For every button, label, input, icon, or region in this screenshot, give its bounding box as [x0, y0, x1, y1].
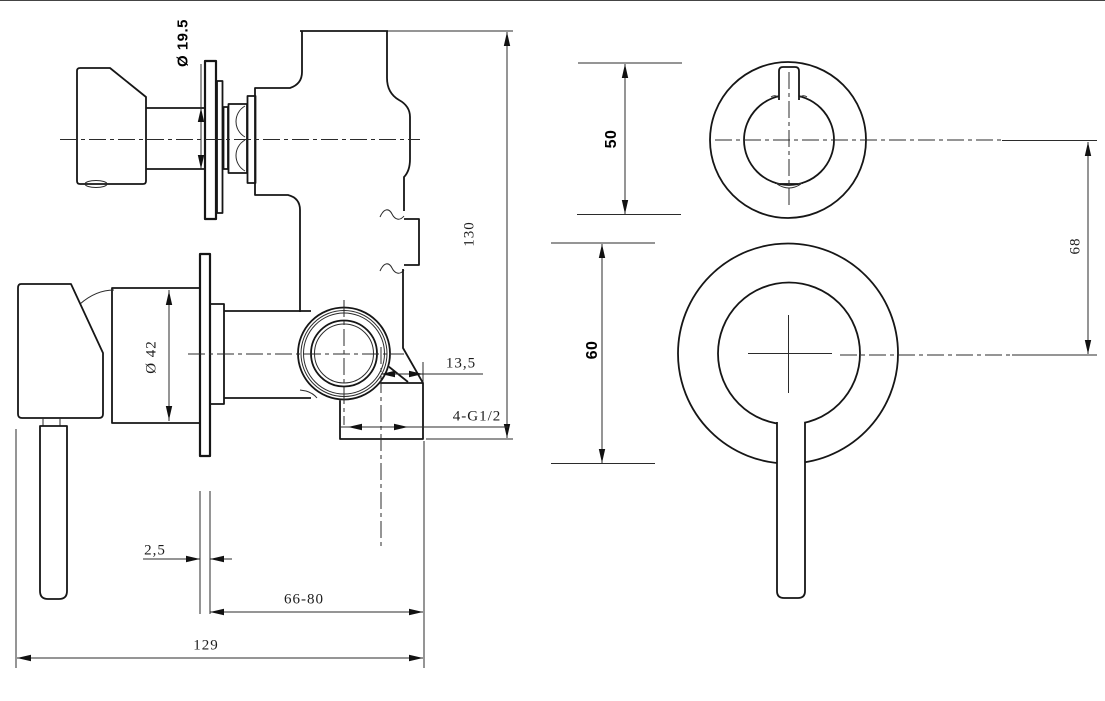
mixer-handle-lever [39, 425, 68, 600]
knob-detail [84, 180, 108, 188]
upper-backing-disc [216, 80, 224, 214]
dim-wall-depth-label: 66-80 [284, 591, 324, 608]
dim-stem-diameter-label: Ø 19.5 [174, 18, 192, 68]
front-view-mixer [677, 242, 1014, 599]
valve-body-right [386, 31, 411, 211]
break-line-bottom [379, 263, 405, 274]
dim-body-height-label: 130 [461, 221, 478, 247]
side-view-dimensions [15, 30, 513, 668]
dim-outlet-offset-label: 13,5 [445, 355, 477, 372]
valve-body-left [254, 31, 303, 312]
wall-bracket-tab [404, 218, 420, 266]
body-bottom-edge [299, 389, 318, 399]
dim-plate-thickness-label: 2,5 [144, 542, 166, 559]
dim-center-distance-label: 68 [1067, 237, 1084, 255]
nut-facets [235, 105, 246, 172]
lower-escutcheon-plate [198, 252, 212, 458]
mixer-handle-grip [17, 283, 104, 419]
break-line-top [379, 209, 405, 220]
valve-body-lower-right [402, 269, 424, 384]
lower-sleeve [111, 287, 201, 424]
diverter-knob-outline [76, 67, 147, 185]
upper-sleeve [222, 106, 229, 170]
dim-mixer-plate-label: 60 [584, 340, 601, 360]
dim-knob-plate-label: 50 [603, 129, 620, 149]
front-view-diverter-knob [709, 61, 1004, 219]
dim-sleeve-diameter-label: Ø 42 [143, 340, 160, 374]
knob-tab-flares [770, 95, 808, 99]
dim-thread-spec-label: 4-G1/2 [452, 408, 502, 425]
dim-total-length-label: 129 [193, 637, 219, 654]
front-view-dimensions [551, 62, 1097, 464]
mixer-lever-front [776, 422, 806, 599]
side-view [17, 30, 424, 600]
handle-sleeve-arc [79, 289, 115, 305]
